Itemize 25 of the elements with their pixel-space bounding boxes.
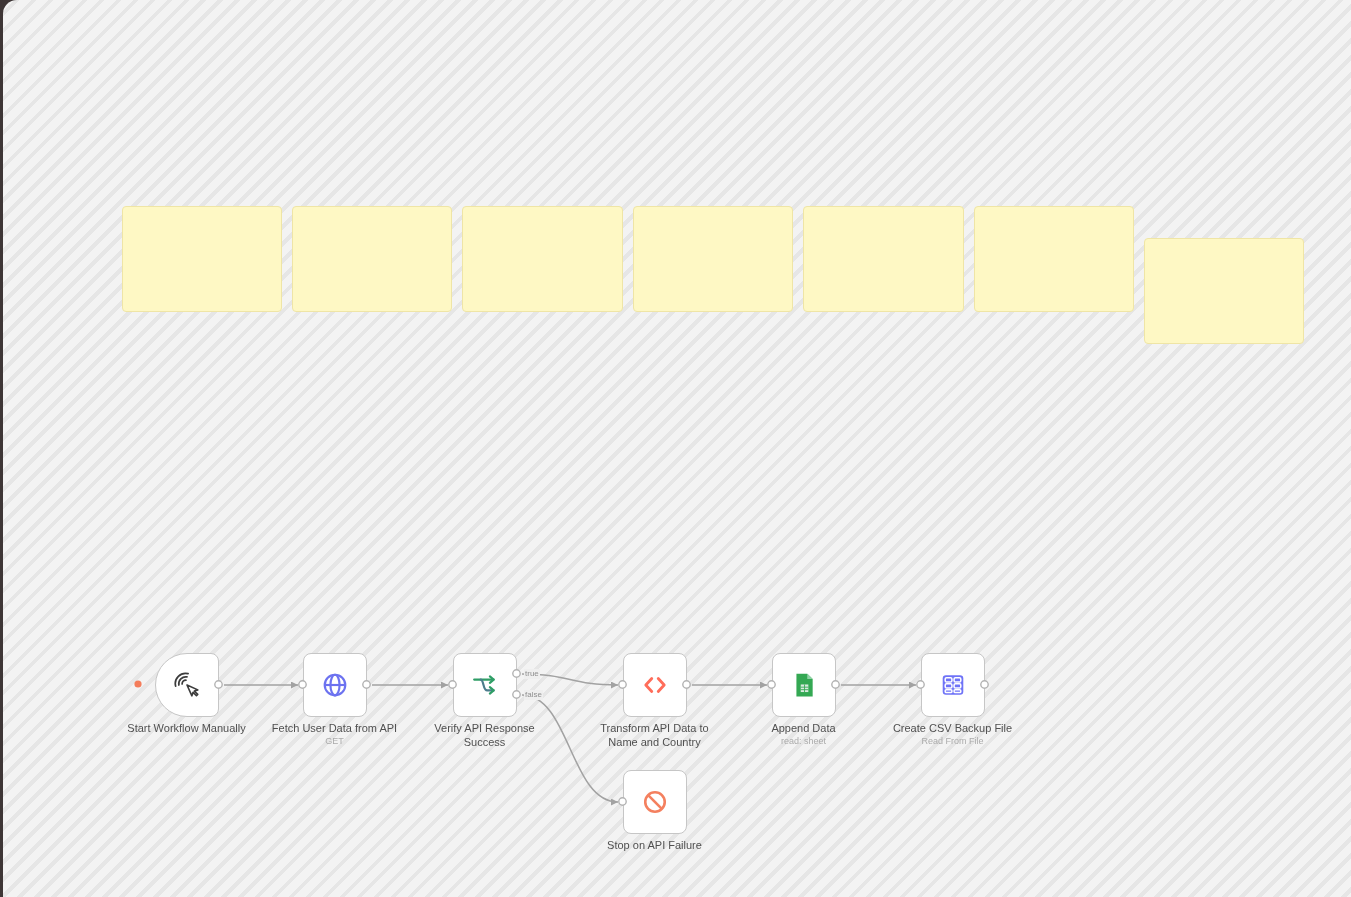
sticky-note xyxy=(1144,238,1304,344)
edge-label: false xyxy=(524,690,543,700)
sticky-note xyxy=(292,206,452,312)
node-title: Append Data xyxy=(771,721,836,735)
connector-arrow xyxy=(521,673,619,689)
node-title: Create CSV Backup File xyxy=(892,721,1013,735)
node-subtitle: GET xyxy=(325,735,344,747)
node-title: Transform API Data to Name and Country xyxy=(599,721,710,749)
node-subtitle: read: sheet xyxy=(781,735,826,747)
node-title: Fetch User Data from API xyxy=(271,721,398,735)
node-title: Start Workflow Manually xyxy=(127,721,246,735)
sticky-note xyxy=(633,206,793,312)
connector-arrow xyxy=(223,681,299,689)
sticky-note xyxy=(974,206,1134,312)
connector-arrow xyxy=(521,694,619,805)
sticky-note xyxy=(122,206,282,312)
connector-arrow xyxy=(840,681,917,689)
node-subtitle: Read From File xyxy=(921,735,984,747)
sticky-note xyxy=(462,206,623,312)
node-title: Stop on API Failure xyxy=(607,838,702,852)
connector-arrow xyxy=(691,681,768,689)
sticky-note xyxy=(803,206,964,312)
connector-arrow xyxy=(371,681,449,689)
edge-label: true xyxy=(524,669,540,679)
node-title: Verify API Response Success xyxy=(433,721,536,749)
